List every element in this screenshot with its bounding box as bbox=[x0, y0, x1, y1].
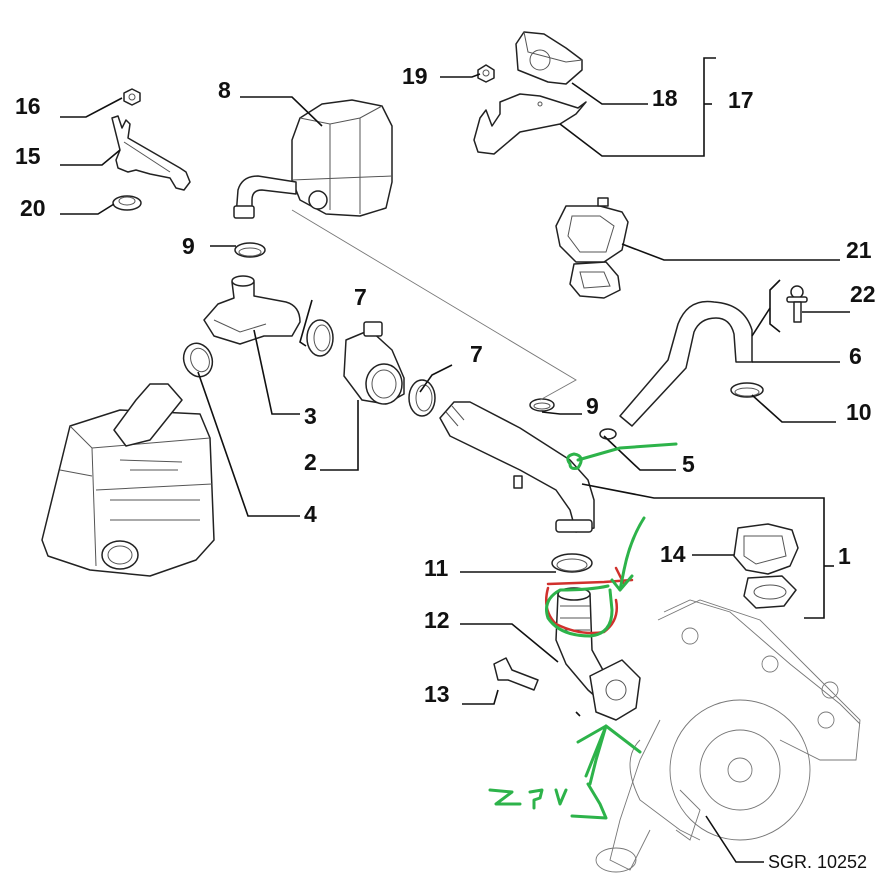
label-15: 15 bbox=[15, 143, 41, 169]
part-1-intake-pipe bbox=[439, 401, 595, 533]
part-3-hose bbox=[203, 275, 301, 345]
label-12: 12 bbox=[424, 607, 450, 633]
connection-line bbox=[291, 209, 577, 401]
label-8: 8 bbox=[218, 77, 231, 103]
label-14: 14 bbox=[660, 541, 686, 567]
part-11-clamp bbox=[551, 553, 593, 573]
part-9-clamp-mid bbox=[529, 398, 555, 412]
part-21-clip bbox=[555, 197, 629, 299]
reference-code: SGR. 10252 bbox=[768, 852, 867, 872]
label-4: 4 bbox=[304, 501, 317, 527]
label-21: 21 bbox=[846, 237, 872, 263]
part-18-pipe-holder bbox=[515, 31, 583, 85]
label-20: 20 bbox=[20, 195, 46, 221]
part-labels: 16 15 20 8 19 18 17 9 21 22 6 10 7 7 3 2… bbox=[15, 63, 876, 872]
label-10: 10 bbox=[846, 399, 872, 425]
part-7-clamp-right bbox=[408, 379, 436, 417]
part-2-maf-sensor bbox=[343, 321, 405, 405]
label-19: 19 bbox=[402, 63, 428, 89]
part-16-nut bbox=[123, 88, 141, 106]
part-14-clip bbox=[733, 523, 799, 609]
label-5: 5 bbox=[682, 451, 695, 477]
part-8-oil-separator bbox=[233, 99, 393, 219]
label-7-right: 7 bbox=[470, 341, 483, 367]
label-13: 13 bbox=[424, 681, 450, 707]
part-19-nut bbox=[477, 64, 495, 83]
turbocharger bbox=[595, 599, 861, 873]
part-6-breather-hose bbox=[619, 300, 753, 427]
part-20-grommet bbox=[112, 195, 142, 211]
label-7-left: 7 bbox=[354, 284, 367, 310]
air-filter-box bbox=[41, 383, 215, 577]
part-5-small-clamp bbox=[599, 428, 617, 440]
label-16: 16 bbox=[15, 93, 41, 119]
part-22-bolt bbox=[786, 285, 808, 323]
label-2: 2 bbox=[304, 449, 317, 475]
leader-lines bbox=[60, 57, 850, 863]
green-marker-annotation bbox=[488, 442, 678, 820]
label-22: 22 bbox=[850, 281, 876, 307]
part-9-clamp-upper bbox=[234, 242, 266, 258]
label-3: 3 bbox=[304, 403, 317, 429]
label-9-mid: 9 bbox=[586, 393, 599, 419]
label-17: 17 bbox=[728, 87, 754, 113]
label-6: 6 bbox=[849, 343, 862, 369]
part-13-bolt bbox=[493, 657, 539, 691]
part-10-clamp bbox=[730, 382, 764, 398]
part-17-bracket bbox=[473, 93, 587, 155]
label-1: 1 bbox=[838, 543, 851, 569]
part-15-bracket bbox=[111, 115, 191, 191]
label-9-upper: 9 bbox=[182, 233, 195, 259]
part-7-clamp-left bbox=[306, 319, 334, 357]
label-11: 11 bbox=[424, 555, 449, 581]
part-12-flange-pipe bbox=[555, 587, 641, 721]
label-18: 18 bbox=[652, 85, 678, 111]
part-4-clamp bbox=[182, 342, 214, 378]
